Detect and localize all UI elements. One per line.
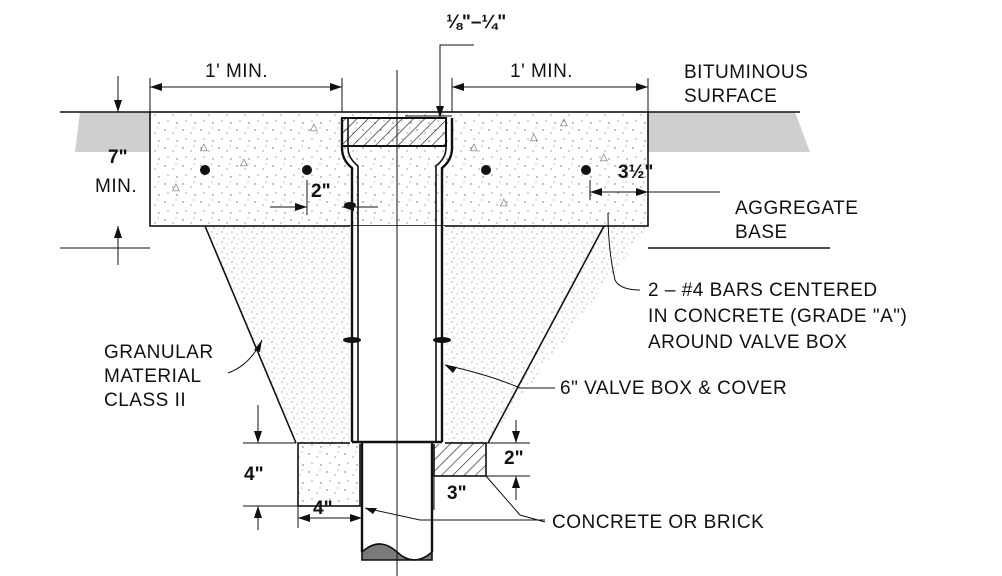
seven-inch-label: 7" [108, 147, 128, 168]
bituminous-label-1: BITUMINOUS [684, 62, 808, 83]
svg-text:△: △ [172, 182, 180, 193]
svg-text:△: △ [470, 142, 478, 153]
right-min-label: 1' MIN. [510, 61, 573, 82]
bars-label-1: 2 – #4 BARS CENTERED [648, 280, 878, 301]
svg-text:△: △ [530, 132, 538, 143]
three-inch-label: 3" [447, 483, 467, 504]
svg-text:△: △ [200, 142, 208, 153]
bars-label-3: AROUND VALVE BOX [648, 332, 847, 353]
valve-box-label: 6" VALVE BOX & COVER [560, 378, 787, 399]
support-blocks [297, 442, 487, 507]
left-min-label: 1' MIN. [205, 61, 268, 82]
svg-text:△: △ [240, 157, 248, 168]
rebar-dot [200, 165, 210, 175]
aggregate-label-2: BASE [735, 222, 788, 243]
rebar-dot [302, 165, 312, 175]
bituminous-surface [60, 111, 810, 152]
three-half-label: 3½" [618, 162, 653, 183]
top-gap-label: ⅛"–¼" [446, 12, 506, 33]
rebar-dot [581, 165, 591, 175]
seven-min-label: MIN. [95, 176, 137, 197]
two-inch-bottom-label: 2" [504, 448, 524, 469]
valve-box-cover [341, 117, 447, 147]
granular-label-2: MATERIAL [104, 366, 202, 387]
concrete-brick-label: CONCRETE OR BRICK [552, 512, 764, 533]
svg-text:△: △ [560, 117, 568, 128]
four-inch-side-label: 4" [244, 464, 264, 485]
rebar-dot [481, 165, 491, 175]
bars-label-2: IN CONCRETE (GRADE "A") [648, 306, 907, 327]
svg-text:△: △ [500, 197, 508, 208]
two-inch-top-label: 2" [311, 181, 331, 202]
aggregate-label-1: AGGREGATE [735, 198, 858, 219]
brick-support-right [433, 442, 487, 477]
bituminous-label-2: SURFACE [684, 86, 777, 107]
granular-label-3: CLASS II [104, 390, 186, 411]
leader-lines [227, 212, 641, 521]
rebar-bars [200, 165, 591, 175]
granular-label-1: GRANULAR [104, 342, 214, 363]
svg-text:△: △ [310, 122, 318, 133]
labels: ⅛"–¼" 1' MIN. 1' MIN. BITUMINOUS SURFACE… [95, 12, 907, 533]
svg-text:△: △ [600, 152, 608, 163]
concrete-support-left [297, 442, 361, 507]
four-inch-bottom-label: 4" [313, 498, 333, 519]
